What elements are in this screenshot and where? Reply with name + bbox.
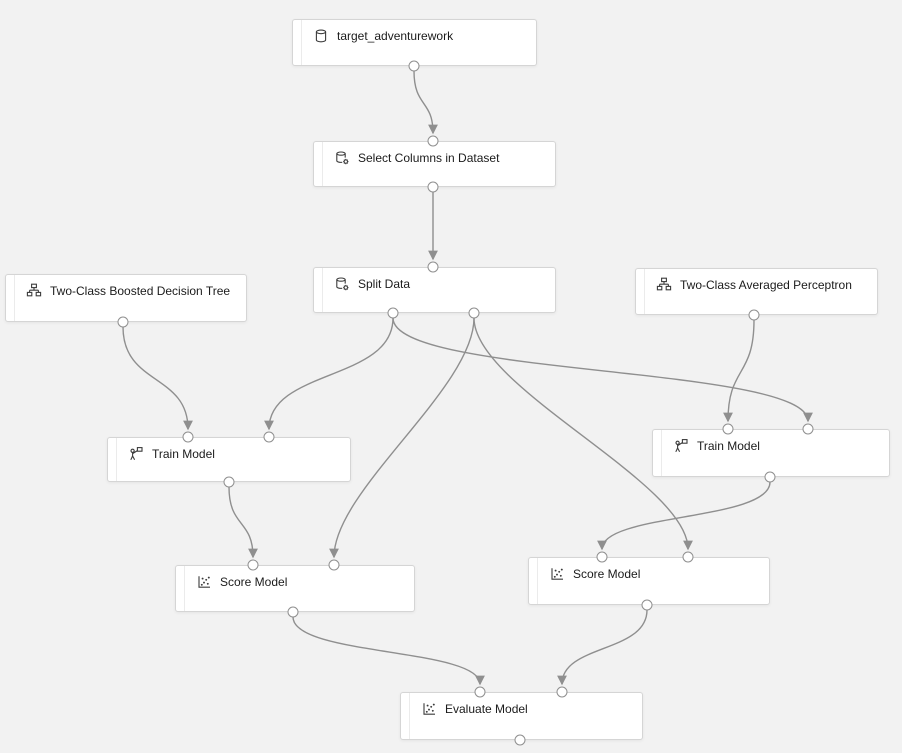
node-accent-strip [176, 566, 185, 611]
input-port-score-right-0[interactable] [596, 551, 608, 563]
node-header: Train Model [662, 430, 768, 454]
node-accent-strip [6, 275, 15, 321]
scatter-icon [549, 566, 565, 582]
database-gear-icon [334, 150, 350, 166]
node-header: target_adventurework [302, 20, 461, 44]
edge-score-left-to-evaluate[interactable] [292, 616, 485, 686]
node-label: target_adventurework [337, 29, 454, 43]
node-label: Evaluate Model [445, 702, 528, 716]
node-accent-strip [108, 438, 117, 481]
node-accent-strip [293, 20, 302, 65]
node-split-data[interactable]: Split Data [313, 267, 556, 313]
node-label: Two-Class Averaged Perceptron [680, 278, 852, 292]
train-icon [128, 446, 144, 462]
node-label: Split Data [358, 277, 411, 291]
node-accent-strip [653, 430, 662, 476]
hierarchy-icon [656, 277, 672, 293]
edge-train-left-to-score-left[interactable] [228, 486, 258, 559]
node-header: Score Model [538, 558, 648, 582]
node-train-left[interactable]: Train Model [107, 437, 351, 482]
database-gear-icon [334, 276, 350, 292]
output-port-evaluate-0[interactable] [514, 734, 526, 746]
output-port-boosted-tree-0[interactable] [117, 316, 129, 328]
output-port-select-columns-0[interactable] [427, 181, 439, 193]
input-port-train-left-0[interactable] [182, 431, 194, 443]
output-port-perceptron-0[interactable] [748, 309, 760, 321]
database-icon [313, 28, 329, 44]
input-port-score-left-1[interactable] [328, 559, 340, 571]
output-port-dataset-0[interactable] [408, 60, 420, 72]
node-train-right[interactable]: Train Model [652, 429, 890, 477]
train-icon [673, 438, 689, 454]
node-label: Select Columns in Dataset [358, 151, 500, 165]
input-port-train-right-1[interactable] [802, 423, 814, 435]
edge-split-data-to-train-right[interactable] [392, 317, 813, 423]
node-header: Two-Class Averaged Perceptron [645, 269, 860, 293]
output-port-split-data-0[interactable] [387, 307, 399, 319]
edge-dataset-to-select-columns[interactable] [413, 70, 438, 135]
node-accent-strip [401, 693, 410, 739]
scatter-icon [421, 701, 437, 717]
output-port-score-right-0[interactable] [641, 599, 653, 611]
input-port-train-left-1[interactable] [263, 431, 275, 443]
input-port-score-left-0[interactable] [247, 559, 259, 571]
scatter-icon [196, 574, 212, 590]
edge-train-right-to-score-right[interactable] [597, 481, 771, 551]
node-perceptron[interactable]: Two-Class Averaged Perceptron [635, 268, 878, 315]
input-port-score-right-1[interactable] [682, 551, 694, 563]
edge-score-right-to-evaluate[interactable] [557, 609, 648, 686]
node-dataset[interactable]: target_adventurework [292, 19, 537, 66]
node-boosted-tree[interactable]: Two-Class Boosted Decision Tree [5, 274, 247, 322]
node-accent-strip [314, 142, 323, 186]
edge-boosted-tree-to-train-left[interactable] [122, 326, 193, 431]
node-label: Train Model [697, 439, 760, 453]
input-port-evaluate-1[interactable] [556, 686, 568, 698]
output-port-train-left-0[interactable] [223, 476, 235, 488]
input-port-split-data-0[interactable] [427, 261, 439, 273]
input-port-train-right-0[interactable] [722, 423, 734, 435]
input-port-select-columns-0[interactable] [427, 135, 439, 147]
edge-split-data-to-train-left[interactable] [264, 317, 394, 431]
node-label: Train Model [152, 447, 215, 461]
edge-perceptron-to-train-right[interactable] [723, 319, 755, 423]
node-accent-strip [529, 558, 538, 604]
node-accent-strip [636, 269, 645, 314]
edge-split-data-to-score-left[interactable] [329, 317, 475, 559]
node-header: Score Model [185, 566, 295, 590]
edge-split-data-to-score-right[interactable] [473, 317, 693, 551]
hierarchy-icon [26, 283, 42, 299]
node-label: Score Model [220, 575, 288, 589]
node-header: Train Model [117, 438, 223, 462]
node-evaluate[interactable]: Evaluate Model [400, 692, 643, 740]
output-port-split-data-1[interactable] [468, 307, 480, 319]
output-port-score-left-0[interactable] [287, 606, 299, 618]
node-header: Evaluate Model [410, 693, 536, 717]
node-label: Score Model [573, 567, 641, 581]
node-score-right[interactable]: Score Model [528, 557, 770, 605]
node-accent-strip [314, 268, 323, 312]
node-select-columns[interactable]: Select Columns in Dataset [313, 141, 556, 187]
node-header: Split Data [323, 268, 418, 292]
output-port-train-right-0[interactable] [764, 471, 776, 483]
node-score-left[interactable]: Score Model [175, 565, 415, 612]
node-header: Select Columns in Dataset [323, 142, 507, 166]
node-label: Two-Class Boosted Decision Tree [50, 284, 231, 298]
input-port-evaluate-0[interactable] [474, 686, 486, 698]
node-header: Two-Class Boosted Decision Tree [15, 275, 238, 299]
